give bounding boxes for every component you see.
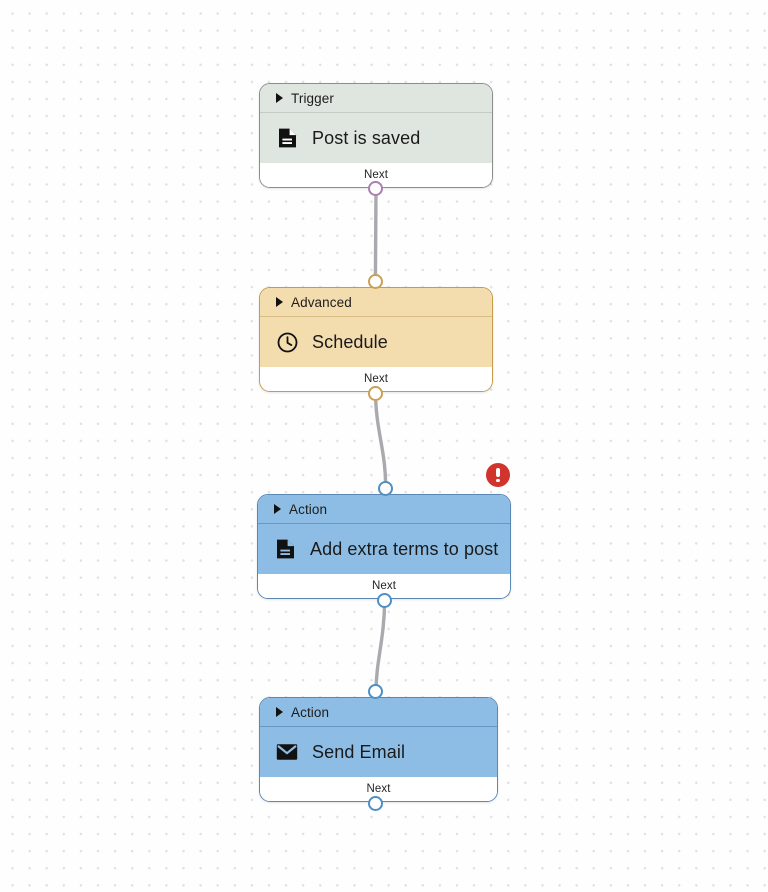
envelope-icon bbox=[276, 741, 298, 763]
node-footer-label: Next bbox=[366, 783, 391, 795]
node-divider bbox=[260, 726, 497, 727]
node-body-action-send-email[interactable]: Send Email bbox=[260, 727, 497, 777]
node-category-label: Action bbox=[289, 501, 328, 517]
workflow-node-action-add-terms[interactable]: Action Add extra terms to post Next bbox=[257, 494, 511, 599]
output-port-advanced[interactable] bbox=[368, 386, 383, 401]
node-title: Post is saved bbox=[312, 127, 421, 148]
output-port-action-send-email[interactable] bbox=[368, 796, 383, 811]
node-header-action-send-email[interactable]: Action bbox=[260, 698, 497, 726]
chevron-right-icon[interactable] bbox=[276, 707, 283, 717]
document-icon bbox=[276, 127, 298, 149]
error-exclamation-icon bbox=[496, 468, 500, 477]
node-category-label: Advanced bbox=[291, 294, 352, 310]
node-error-badge[interactable] bbox=[486, 463, 510, 487]
node-title: Send Email bbox=[312, 741, 406, 762]
node-body-action-add-terms[interactable]: Add extra terms to post bbox=[258, 524, 510, 574]
node-footer-label: Next bbox=[371, 580, 397, 592]
node-divider bbox=[260, 316, 492, 317]
node-body-trigger[interactable]: Post is saved bbox=[260, 113, 492, 163]
input-port-action-send-email[interactable] bbox=[368, 684, 383, 699]
output-port-trigger[interactable] bbox=[368, 181, 383, 196]
node-category-label: Trigger bbox=[291, 90, 334, 106]
workflow-node-advanced[interactable]: Advanced Schedule Next bbox=[259, 287, 493, 392]
node-header-advanced[interactable]: Advanced bbox=[260, 288, 492, 316]
input-port-advanced[interactable] bbox=[368, 274, 383, 289]
error-exclamation-dot bbox=[496, 478, 500, 483]
workflow-node-trigger[interactable]: Trigger Post is saved Next bbox=[259, 83, 493, 188]
node-title: Add extra terms to post bbox=[310, 538, 499, 559]
node-title: Schedule bbox=[312, 331, 388, 352]
connector-action-to-sendemail bbox=[374, 598, 387, 693]
workflow-node-action-send-email[interactable]: Action Send Email Next bbox=[259, 697, 498, 802]
document-icon bbox=[274, 538, 296, 560]
connector-trigger-to-advanced bbox=[373, 186, 378, 282]
node-header-trigger[interactable]: Trigger bbox=[260, 84, 492, 112]
node-body-advanced[interactable]: Schedule bbox=[260, 317, 492, 367]
connector-advanced-to-action bbox=[373, 391, 388, 490]
clock-icon bbox=[276, 331, 298, 353]
node-divider bbox=[258, 523, 510, 524]
node-header-action-add-terms[interactable]: Action bbox=[258, 495, 510, 523]
chevron-right-icon[interactable] bbox=[276, 93, 283, 103]
chevron-right-icon[interactable] bbox=[274, 504, 281, 514]
node-footer-label: Next bbox=[363, 373, 389, 385]
chevron-right-icon[interactable] bbox=[276, 297, 283, 307]
node-divider bbox=[260, 112, 492, 113]
node-footer-label: Next bbox=[363, 169, 389, 181]
input-port-action-add-terms[interactable] bbox=[378, 481, 393, 496]
output-port-action-add-terms[interactable] bbox=[377, 593, 392, 608]
node-category-label: Action bbox=[291, 704, 330, 720]
